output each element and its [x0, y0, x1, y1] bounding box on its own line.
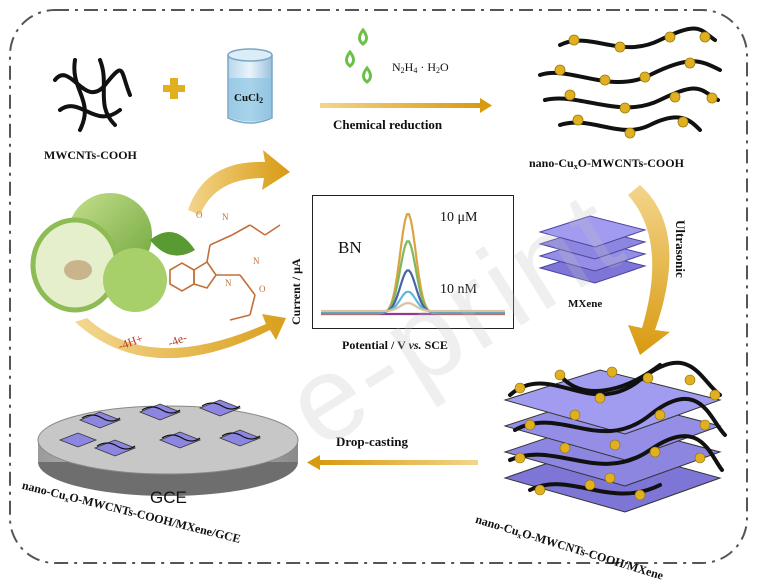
dpv-curve-5 [321, 302, 505, 313]
nano-cuxo-cnt-icon [538, 26, 722, 139]
drop-casting-arrow [307, 455, 478, 470]
hydrazine-label: N2H4 · H2O [392, 60, 449, 75]
dpv-chart [312, 195, 514, 329]
gce-label: GCE [150, 488, 187, 507]
mxene-label: MXene [568, 298, 603, 310]
plus-icon [163, 78, 185, 99]
curved-arrow-up [188, 150, 290, 215]
chart-analyte-label: BN [338, 238, 362, 257]
benomyl-structure-icon [169, 224, 281, 321]
svg-text:N: N [222, 212, 229, 222]
gce-electrode-icon [37, 399, 299, 496]
mwcnts-icon [53, 58, 132, 132]
beaker-icon [227, 48, 273, 124]
composite-stack-icon [503, 360, 727, 513]
svg-text:N: N [253, 256, 260, 266]
drops-icon [345, 27, 372, 84]
dpv-chart-plot [321, 213, 505, 316]
svg-text:O: O [196, 210, 203, 220]
svg-text:N: N [225, 278, 232, 288]
drop-casting-label: Drop-casting [336, 434, 408, 449]
outer-frame [9, 9, 748, 564]
ultrasonic-arrow [628, 185, 670, 355]
mxene-stack-icon [538, 215, 647, 284]
structure-labels: O N N N O [196, 210, 266, 294]
mwcnts-label: MWCNTs-COOH [44, 148, 137, 162]
chart-conc-high: 10 μM [440, 210, 478, 225]
dpv-curve-3 [321, 269, 505, 314]
chart-conc-low: 10 nM [440, 282, 477, 297]
apple-image [30, 193, 195, 313]
dpv-curve-4 [321, 290, 505, 313]
cucl2-label: CuCl2 [234, 92, 264, 105]
ultrasonic-label: Ultrasonic [673, 220, 688, 278]
chemical-reduction-label: Chemical reduction [333, 117, 443, 132]
reduction-arrow [320, 98, 492, 113]
svg-text:O: O [259, 284, 266, 294]
oxidation-arrow [75, 314, 286, 359]
nano-cuxo-label: nano-CuxO-MWCNTs-COOH [529, 156, 684, 171]
chart-xlabel: Potential / V vs. SCE [342, 338, 448, 352]
dpv-curve-1 [321, 213, 505, 315]
chart-ylabel: Current / μA [289, 258, 303, 325]
